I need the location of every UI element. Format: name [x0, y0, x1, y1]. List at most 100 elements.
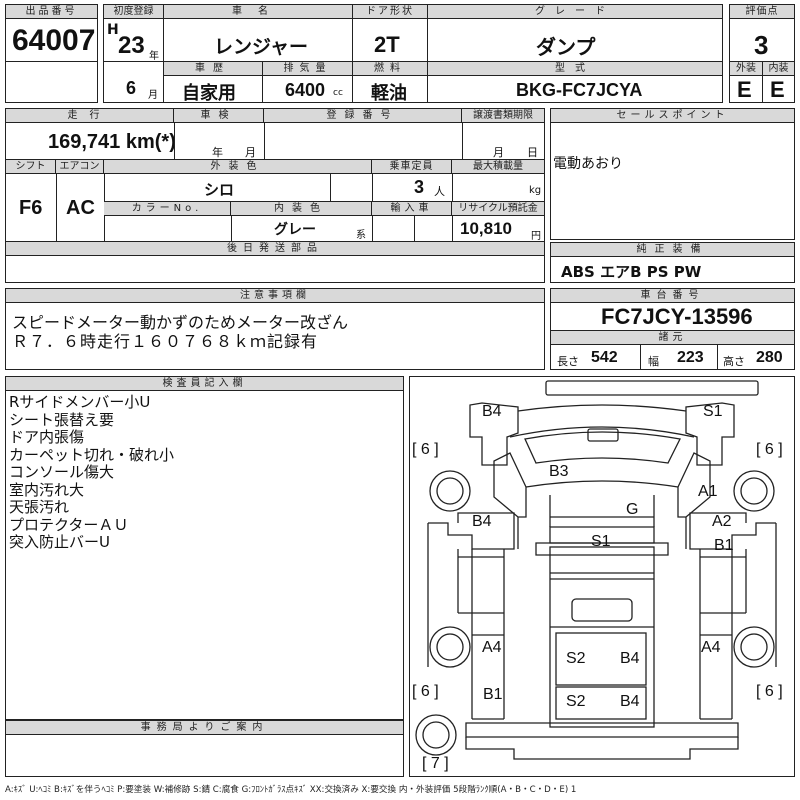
notes-box: 注意事項欄 スピードメーター動かずのためメーター改ざん Ｒ７．６時走行１６０７６… [5, 288, 545, 370]
mark-b4-mid: B4 [620, 650, 640, 667]
equipment-box: 純正装備 ABS エアB PS PW [550, 242, 795, 283]
grade-label: グレード [428, 5, 722, 19]
mileage-label: 走行 [6, 109, 174, 123]
mark-s2-mid: S2 [566, 650, 586, 667]
vehicle-diagram: B4 S1 B3 A1 G B4 A2 S1 B1 A4 A4 S2 B4 B1… [409, 376, 795, 777]
history: 自家用 [182, 83, 236, 104]
mark-a4-left: A4 [482, 639, 502, 656]
int-color: グレー [274, 222, 316, 238]
lot-blank-cell [5, 61, 98, 103]
year-unit: 年 [149, 51, 159, 62]
length-label: 長さ [557, 355, 579, 368]
transfer-day-unit: 日 [527, 146, 538, 159]
mark-s2-low: S2 [566, 693, 586, 710]
width-label: 幅 [648, 355, 659, 368]
exterior-grade: E [737, 77, 752, 102]
mark-b4-low: B4 [620, 693, 640, 710]
mark-a4-right: A4 [701, 639, 721, 656]
max-load-unit: kg [529, 185, 542, 196]
tire-front-right: [ 6 ] [756, 441, 783, 458]
fuel-label: 燃料 [353, 62, 427, 76]
fuel: 軽油 [371, 83, 407, 104]
details-block: 走行 車検 登録番号 譲渡書類期限 169,741 km(*) 年 月 月 日 … [5, 108, 545, 283]
length: 542 [591, 349, 618, 366]
int-color-suffix: 系 [356, 230, 366, 241]
sales-point-box: セールスポイント 電動あおり [550, 108, 795, 240]
chassis-number: FC7JCY-13596 [601, 304, 753, 329]
displacement-cell: 排気量 6400 cc [262, 61, 353, 103]
mark-b4-top: B4 [482, 403, 502, 420]
capacity-label: 乗車定員 [372, 160, 452, 174]
recycle-label: リサイクル預託金 [452, 202, 544, 216]
history-label: 車歴 [164, 62, 262, 76]
lot-number-label: 出品番号 [6, 5, 97, 19]
int-color-label: 内装色 [231, 202, 372, 216]
inspection-year-unit: 年 [212, 146, 223, 159]
inspector-line: コンソール傷大 [9, 463, 115, 481]
car-name: レンジャー [214, 36, 309, 58]
interior-grade: E [770, 77, 785, 102]
notes-label: 注意事項欄 [6, 289, 544, 303]
grade: ダンプ [536, 35, 596, 59]
inspector-line: 突入防止バーU [9, 533, 110, 551]
door-label: ドア形状 [353, 5, 427, 19]
mark-b4-left: B4 [472, 513, 492, 530]
registration-month: 6 [126, 78, 137, 98]
notes-line-1: スピードメーター動かずのためメーター改ざん [12, 313, 349, 332]
color-no-label: カラーNo. [104, 202, 231, 216]
inspector-box: 検査員記入欄 Rサイドメンバー小U シート張替え要 ドア内張傷 カーペット切れ・… [5, 376, 404, 720]
equipment-label: 純正装備 [551, 243, 794, 257]
office-label: 事務局よりご案内 [6, 721, 403, 735]
transfer-month-unit: 月 [493, 146, 504, 159]
tire-rear-right: [ 6 ] [756, 683, 783, 700]
mark-a1: A1 [698, 483, 718, 500]
displacement-unit: cc [333, 88, 343, 98]
legend: A:ｷｽﾞ U:ﾍｺﾐ B:ｷｽﾞを伴うﾍｺﾐ P:要塗装 W:補修跡 S:錆 … [5, 785, 577, 795]
displacement-label: 排気量 [263, 62, 352, 76]
inspector-line: 室内汚れ大 [9, 480, 85, 499]
shift-label: シフト [6, 160, 56, 174]
dims-label: 諸元 [551, 330, 794, 345]
sales-point: 電動あおり [553, 156, 623, 172]
lot-number: 64007 [12, 24, 96, 57]
equipment: ABS エアB PS PW [561, 263, 702, 281]
inspector-line: シート張替え要 [9, 410, 115, 429]
ac: AC [66, 197, 95, 219]
ac-label: エアコン [56, 160, 104, 174]
capacity-unit: 人 [434, 185, 445, 198]
reg-no-label: 登録番号 [264, 109, 462, 123]
truck-outline [415, 380, 777, 760]
first-registration-cell: 初度登録 H 23 年 [103, 4, 164, 62]
import-label: 輸入車 [372, 202, 452, 216]
tire-front-left: [ 6 ] [412, 441, 439, 458]
mark-s1-top: S1 [703, 403, 723, 420]
height: 280 [756, 349, 783, 366]
exterior-grade-label: 外装 [730, 62, 762, 76]
model-code-cell: 型式 BKG-FC7JCYA [427, 61, 723, 103]
score-cell: 評価点 3 [729, 4, 795, 62]
inspection-label: 車検 [174, 109, 264, 123]
capacity: 3 [414, 177, 425, 197]
inspector-label: 検査員記入欄 [6, 377, 403, 391]
inspector-line: プロテクターＡＵ [9, 515, 129, 534]
mark-a2: A2 [712, 513, 732, 530]
later-parts-label: 後日発送部品 [6, 242, 544, 256]
registration-year: 23 [118, 32, 145, 59]
score-label: 評価点 [730, 5, 794, 19]
mark-s1-mid: S1 [591, 533, 611, 550]
exterior-grade-cell: 外装 E [729, 61, 763, 103]
registration-month-cell: 6 月 [103, 61, 164, 103]
chassis-label: 車台番号 [551, 289, 794, 303]
inspector-line: Rサイドメンバー小U [9, 393, 151, 411]
month-unit: 月 [148, 90, 158, 101]
door-type: 2T [374, 32, 400, 57]
model-code-label: 型式 [428, 62, 722, 76]
mark-b1-left: B1 [483, 686, 503, 703]
car-name-label: 車名 [164, 5, 352, 19]
notes-line-2: Ｒ７．６時走行１６０７６８ｋｍ記録有 [12, 332, 319, 351]
tire-spare: [ 7 ] [422, 755, 449, 772]
ext-color: シロ [204, 181, 235, 199]
recycle-unit: 円 [531, 231, 541, 242]
recycle-fee: 10,810 [460, 219, 512, 238]
interior-grade-cell: 内装 E [762, 61, 795, 103]
